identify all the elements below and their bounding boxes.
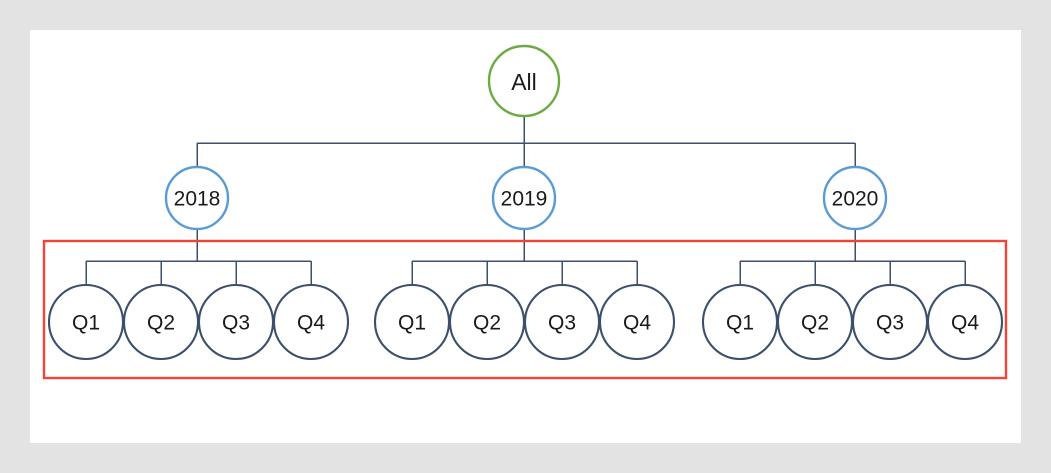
quarter-label: Q2 — [801, 312, 829, 335]
quarter-label: Q1 — [726, 312, 754, 335]
node-year-2018[interactable]: 2018 — [164, 165, 230, 231]
node-quarter-2019-q1[interactable]: Q1 — [373, 283, 451, 361]
node-quarter-2019-q4[interactable]: Q4 — [598, 283, 676, 361]
node-year-2019[interactable]: 2019 — [491, 165, 557, 231]
year-label-2020: 2020 — [832, 188, 879, 211]
node-root-all[interactable]: All — [487, 44, 561, 118]
node-quarter-2018-q1[interactable]: Q1 — [47, 283, 125, 361]
quarter-label: Q4 — [623, 312, 651, 335]
connectors-2018-to-quarters — [85, 229, 312, 285]
root-circle[interactable] — [487, 44, 561, 118]
quarter-label: Q3 — [222, 312, 250, 335]
node-quarter-2018-q3[interactable]: Q3 — [197, 283, 275, 361]
connectors-2019-to-quarters — [411, 229, 638, 285]
quarter-label: Q2 — [147, 312, 175, 335]
quarter-level-highlight-box — [42, 239, 1008, 380]
node-quarter-2019-q3[interactable]: Q3 — [523, 283, 601, 361]
year-circle-2019[interactable] — [491, 165, 557, 231]
quarter-circle[interactable] — [598, 283, 676, 361]
node-quarter-2020-q1[interactable]: Q1 — [701, 283, 779, 361]
quarter-circle[interactable] — [272, 283, 350, 361]
year-label-2018: 2018 — [174, 188, 221, 211]
node-quarter-2019-q2[interactable]: Q2 — [448, 283, 526, 361]
node-quarter-2020-q3[interactable]: Q3 — [851, 283, 929, 361]
quarter-label: Q1 — [72, 312, 100, 335]
root-label: All — [511, 69, 537, 95]
node-quarter-2018-q2[interactable]: Q2 — [122, 283, 200, 361]
quarter-label: Q1 — [398, 312, 426, 335]
node-quarter-2018-q4[interactable]: Q4 — [272, 283, 350, 361]
node-quarter-2020-q2[interactable]: Q2 — [776, 283, 854, 361]
node-quarter-2020-q4[interactable]: Q4 — [926, 283, 1004, 361]
quarter-circle[interactable] — [926, 283, 1004, 361]
quarter-label: Q3 — [876, 312, 904, 335]
quarter-label: Q2 — [473, 312, 501, 335]
year-label-2019: 2019 — [501, 188, 548, 211]
quarter-label: Q4 — [951, 312, 979, 335]
year-circle-2020[interactable] — [822, 165, 888, 231]
connectors-2020-to-quarters — [739, 229, 966, 285]
connectors-root-to-years — [196, 116, 856, 167]
node-year-2020[interactable]: 2020 — [822, 165, 888, 231]
quarter-label: Q4 — [297, 312, 325, 335]
quarter-label: Q3 — [548, 312, 576, 335]
year-circle-2018[interactable] — [164, 165, 230, 231]
